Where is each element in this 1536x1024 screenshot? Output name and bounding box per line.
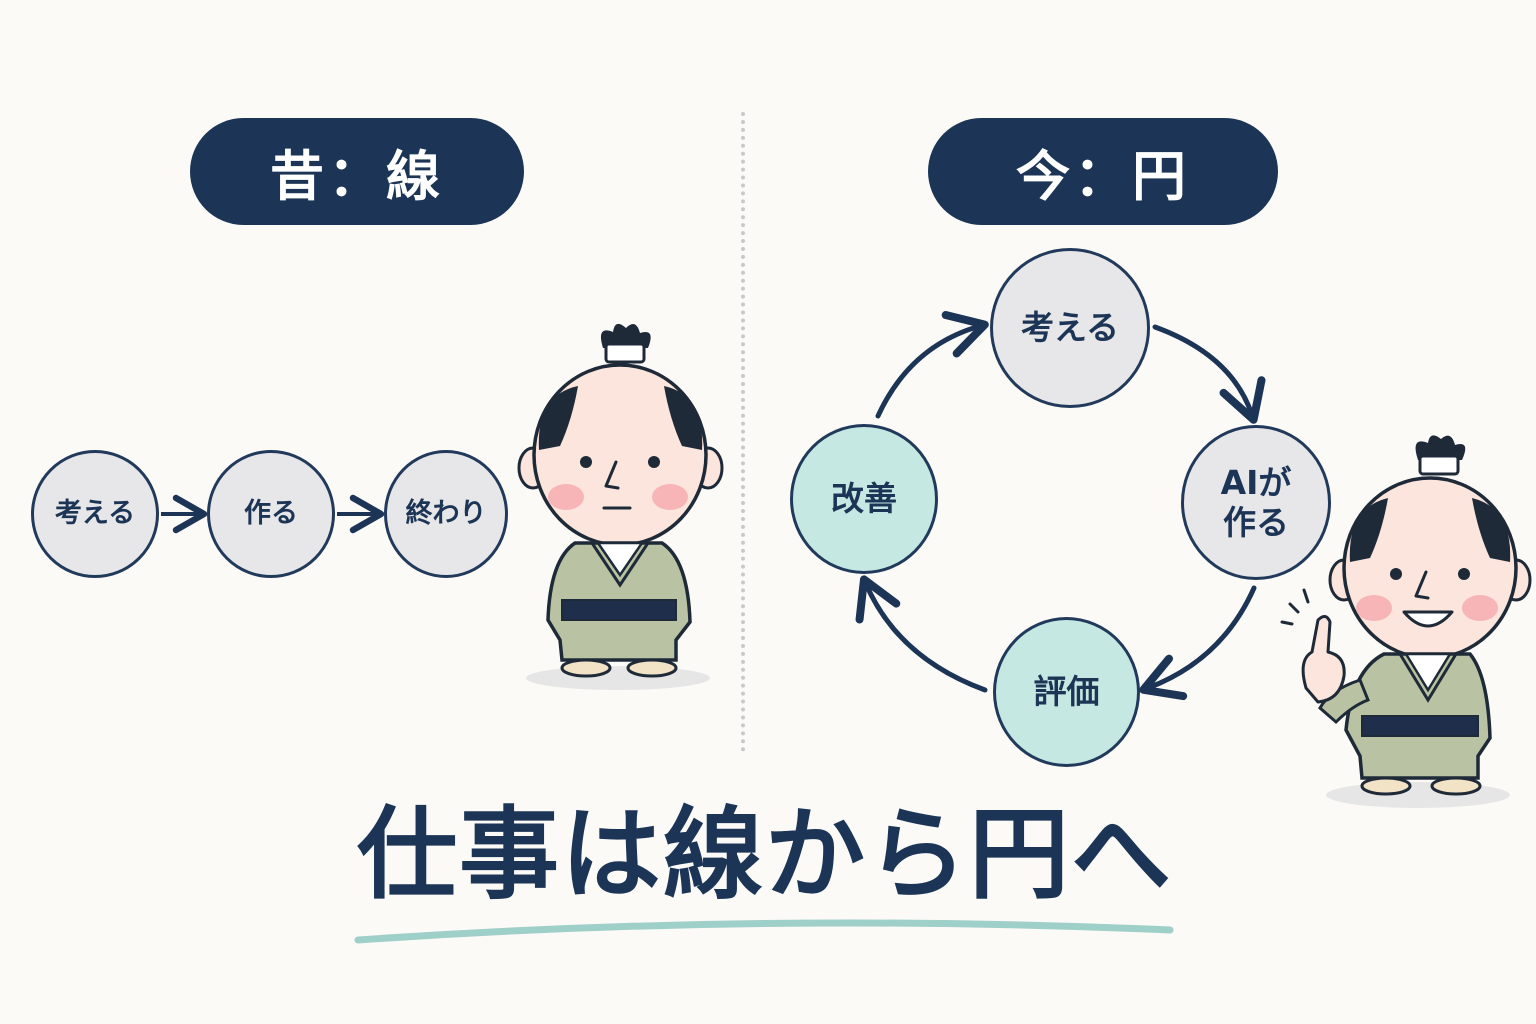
linear-node-end-label: 終わり (405, 497, 487, 529)
cycle-node-evaluate-label: 評価 (1033, 672, 1100, 712)
cycle-node-ai-make-label: AIが 作る (1220, 462, 1292, 542)
header-old-label: 昔：線 (270, 145, 444, 208)
center-divider (741, 112, 745, 752)
cycle-arrow-think-to-ai (1152, 324, 1266, 424)
cycle-node-improve: 改善 (790, 424, 938, 574)
samurai-happy-illustration (1280, 435, 1532, 808)
cycle-node-think-label: 考える (1020, 308, 1119, 348)
header-now-pill: 今：円 (928, 118, 1278, 225)
header-now-label: 今：円 (1016, 145, 1190, 208)
cycle-node-improve-label: 改善 (831, 479, 897, 519)
headline: 仕事は線から円へ (357, 796, 1173, 913)
linear-node-make: 作る (207, 450, 335, 578)
linear-node-end: 終わり (384, 450, 508, 578)
cycle-node-think: 考える (990, 248, 1150, 408)
samurai-neutral-illustration (517, 323, 724, 690)
cycle-node-ai-make: AIが 作る (1181, 425, 1331, 580)
header-old-pill: 昔：線 (190, 118, 524, 225)
cycle-arrow-ai-to-eval (1139, 585, 1257, 701)
cycle-node-evaluate: 評価 (993, 617, 1140, 767)
headline-underline (354, 919, 1174, 944)
linear-node-make-label: 作る (244, 497, 298, 529)
cycle-arrow-improve-to-think (875, 311, 989, 419)
linear-node-think-label: 考える (54, 497, 136, 529)
linear-node-think: 考える (31, 450, 159, 578)
cycle-arrow-eval-to-improve (855, 575, 988, 693)
